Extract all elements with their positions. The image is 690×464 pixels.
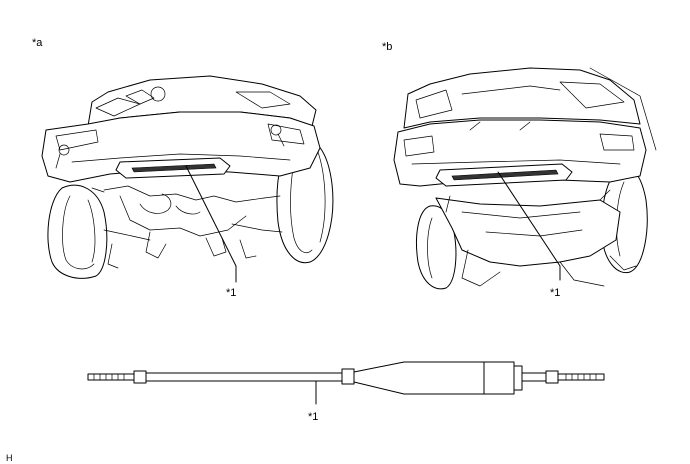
vehicle-view-b bbox=[393, 67, 657, 290]
callout-label-a: *1 bbox=[226, 287, 236, 299]
callout-label-b: *1 bbox=[550, 287, 560, 299]
vehicle-view-a bbox=[41, 75, 334, 283]
view-b-label: *b bbox=[382, 41, 392, 53]
view-a-label: *a bbox=[32, 37, 43, 49]
callout-label-cable: *1 bbox=[308, 411, 318, 423]
corner-code: H bbox=[6, 453, 13, 463]
cable-part bbox=[87, 361, 605, 405]
